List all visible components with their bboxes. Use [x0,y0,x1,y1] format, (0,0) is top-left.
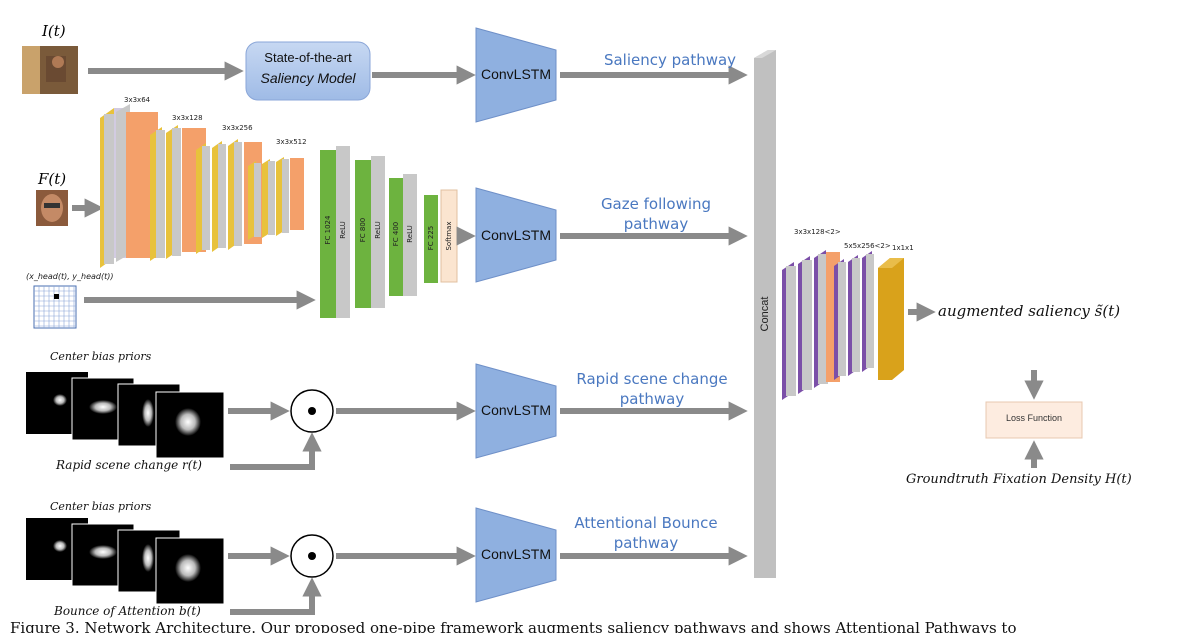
relu-1-label: ReLU [339,221,347,239]
convlstm-label-4: ConvLSTM [480,546,552,562]
augmented-saliency-output: augmented saliency s̃(t) [938,302,1121,320]
fc-225-layer [424,195,438,283]
decoder-label-256: 5x5x256<2> [844,242,891,250]
fc-225-label: FC 225 [427,225,435,251]
bounce-pathway-label-line2: pathway [613,534,679,552]
gaze-pathway-label-line1: Gaze following [600,195,712,213]
loss-function-box [985,401,1083,439]
figure-caption: Figure 3. Network Architecture. Our prop… [10,619,1017,633]
convlstm-block-3 [475,363,557,459]
center-bias-priors-stack-2 [26,518,225,605]
bounce-of-attention-label: Bounce of Attention b(t) [54,604,201,618]
center-bias-priors-stack-1 [26,372,225,459]
gaze-pathway-label-line2: pathway [623,215,689,233]
arrow-rapid-change-to-multiply [230,432,322,470]
concat-label: Concat [759,296,771,332]
relu-layer-2 [371,156,385,308]
decoder-block-3x3x128 [782,250,840,400]
cnn-label-128: 3x3x128 [172,114,203,122]
cnn-label-256: 3x3x256 [222,124,253,132]
fc-800-label: FC 800 [359,217,367,243]
softmax-label: Softmax [445,221,453,251]
arrow-bounce-to-multiply [230,577,322,615]
fc-800-layer [355,160,371,308]
convlstm-label-2: ConvLSTM [480,227,552,243]
face-input-thumbnail [36,190,68,226]
decoder-block-5x5x256 [834,251,874,380]
saliency-pathway-label: Saliency pathway [603,51,737,69]
saliency-model-line2: Saliency Model [260,70,356,86]
fc-stack [320,146,458,318]
saliency-model-box [245,41,371,101]
decoder-block-1x1x1 [878,258,904,380]
relu-layer-3 [403,174,417,296]
convlstm-block-2 [475,187,557,283]
rapid-pathway-label-line1: Rapid scene change [576,370,728,388]
center-bias-priors-label-1: Center bias priors [50,350,152,363]
relu-3-label: ReLU [406,225,414,243]
loss-function-label: Loss Function [1005,413,1063,423]
convlstm-block-1 [475,27,557,123]
relu-2-label: ReLU [374,221,382,239]
head-position-label: (x_head(t), y_head(t)) [26,272,114,281]
fc-400-label: FC 400 [392,221,400,247]
cnn-label-64: 3x3x64 [124,96,151,104]
convlstm-label-3: ConvLSTM [480,402,552,418]
cnn-block-3x3x512 [248,157,304,240]
convlstm-block-4 [475,507,557,603]
image-input-thumbnail [22,46,78,94]
rapid-pathway-label-line2: pathway [619,390,685,408]
face-input-label: F(t) [38,170,67,188]
saliency-model-line1: State-of-the-art [264,50,352,65]
fc-400-layer [389,178,403,296]
center-bias-priors-label-2: Center bias priors [50,500,152,513]
concat-bar [754,50,776,578]
cnn-block-3x3x64 [100,104,158,268]
head-position-grid [33,285,77,329]
image-input-label: I(t) [42,22,66,40]
elementwise-multiply-1 [290,389,334,433]
groundtruth-label: Groundtruth Fixation Density H(t) [906,472,1132,487]
fc-1024-label: FC 1024 [324,215,332,245]
elementwise-multiply-2 [290,534,334,578]
convlstm-label-1: ConvLSTM [480,66,552,82]
bounce-pathway-label-line1: Attentional Bounce [574,514,718,532]
relu-layer-1 [336,146,350,318]
fc-1024-layer [320,150,336,318]
rapid-scene-change-label: Rapid scene change r(t) [56,458,202,472]
cnn-label-512: 3x3x512 [276,138,307,146]
decoder-label-128: 3x3x128<2> [794,228,841,236]
decoder-label-1x1x1: 1x1x1 [892,244,914,252]
